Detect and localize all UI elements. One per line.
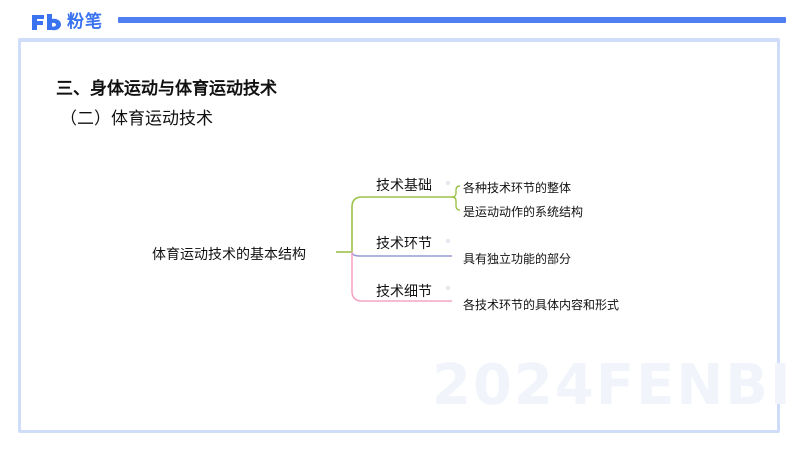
- branch-dot-2: [445, 238, 451, 244]
- branch-label-tech-link: 技术环节: [376, 236, 432, 252]
- branch-connector-3: [351, 252, 452, 302]
- slide-frame: [18, 38, 780, 433]
- watermark: 2024FENBI: [432, 353, 793, 418]
- fenbi-logo: 粉笔: [30, 12, 103, 32]
- sub-title: （二）体育运动技术: [60, 109, 213, 129]
- header-accent-bar: [118, 17, 786, 23]
- section-title: 三、身体运动与体育运动技术: [56, 79, 277, 99]
- leaf-label: 各技术环节的具体内容和形式: [463, 298, 620, 312]
- branch-connector-1: [351, 196, 452, 252]
- mindmap-root: 体育运动技术的基本结构: [152, 247, 306, 263]
- fenbi-logo-icon: [30, 12, 64, 32]
- branch-dot-1: [445, 180, 451, 186]
- leaf-label: 各种技术环节的整体: [463, 181, 572, 195]
- branch-label-tech-basis: 技术基础: [376, 178, 432, 194]
- branch-label-tech-detail: 技术细节: [376, 284, 432, 300]
- leaf-label: 具有独立功能的部分: [463, 252, 572, 266]
- leaf-connector-1b: [451, 196, 461, 211]
- leaf-connector-1a: [451, 185, 461, 198]
- branch-dot-3: [445, 285, 451, 291]
- leaf-label: 是运动动作的系统结构: [463, 205, 584, 219]
- logo-text: 粉笔: [67, 12, 103, 32]
